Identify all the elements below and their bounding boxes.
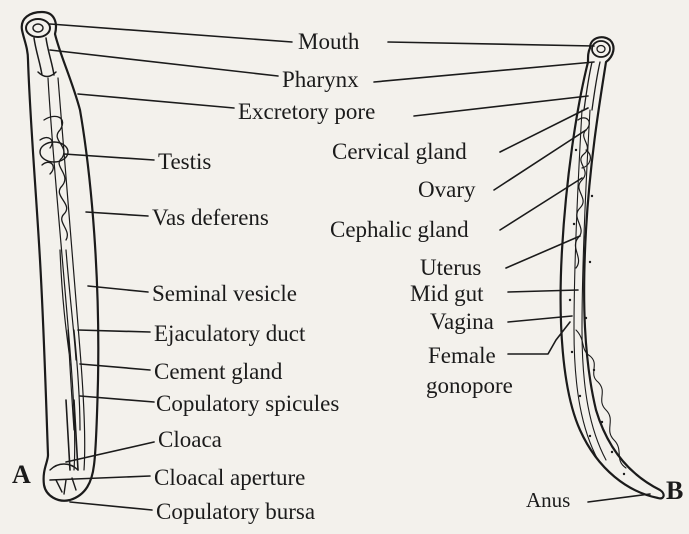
- figure-label-b: B: [666, 478, 683, 504]
- leader-cement-gland: [80, 364, 150, 370]
- leader-cloacal-aperture: [50, 476, 150, 480]
- label-excretory-pore: Excretory pore: [238, 100, 375, 123]
- label-cervical-gland: Cervical gland: [332, 140, 467, 163]
- leader-bursa: [70, 502, 152, 510]
- leader-ejaculatory: [78, 330, 150, 332]
- male-worm: [22, 12, 99, 501]
- leader-cephalic-gland: [500, 178, 582, 230]
- leader-anus: [588, 494, 650, 502]
- label-ovary: Ovary: [418, 178, 475, 201]
- male-testis-coils: [40, 116, 67, 240]
- label-cephalic-gland: Cephalic gland: [330, 218, 469, 241]
- leader-mouth-male: [50, 24, 292, 42]
- label-pharynx: Pharynx: [282, 68, 359, 91]
- label-seminal-vesicle: Seminal vesicle: [152, 282, 297, 305]
- leader-ovary: [494, 130, 586, 190]
- leader-spicules: [80, 396, 154, 402]
- male-pharynx: [34, 38, 56, 77]
- leader-excretory-male: [78, 94, 234, 108]
- leader-vas-deferens: [86, 212, 148, 216]
- label-female-gonopore-line2: gonopore: [426, 374, 513, 397]
- label-female-gonopore-line1: Female: [428, 344, 496, 367]
- label-anus: Anus: [526, 490, 570, 511]
- leader-uterus: [506, 236, 580, 268]
- leader-pharynx-male: [50, 50, 278, 76]
- female-midgut: [574, 110, 606, 460]
- leader-cloaca: [66, 442, 154, 462]
- label-cloacal-aperture: Cloacal aperture: [154, 466, 305, 489]
- leader-mouth-female: [388, 42, 594, 46]
- leader-lines: [50, 24, 650, 510]
- leader-mid-gut: [508, 290, 578, 292]
- label-cement-gland: Cement gland: [154, 360, 282, 383]
- label-vagina: Vagina: [430, 310, 494, 333]
- label-copulatory-bursa: Copulatory bursa: [156, 500, 315, 523]
- female-worm: [561, 37, 664, 498]
- label-mouth: Mouth: [298, 30, 359, 53]
- male-mouth-ring: [26, 19, 50, 37]
- label-cloaca: Cloaca: [158, 428, 222, 451]
- label-mid-gut: Mid gut: [410, 282, 483, 305]
- label-vas-deferens: Vas deferens: [152, 206, 269, 229]
- label-copulatory-spicules: Copulatory spicules: [156, 392, 339, 415]
- label-testis: Testis: [158, 150, 211, 173]
- figure-label-a: A: [12, 462, 31, 488]
- label-uterus: Uterus: [420, 256, 481, 279]
- label-ejaculatory-duct: Ejaculatory duct: [154, 322, 305, 345]
- female-mouth-ring: [592, 41, 610, 57]
- leader-testis: [64, 154, 154, 160]
- leader-pharynx-female: [374, 62, 594, 82]
- leader-vagina: [508, 316, 572, 322]
- leader-excretory-female: [414, 96, 588, 116]
